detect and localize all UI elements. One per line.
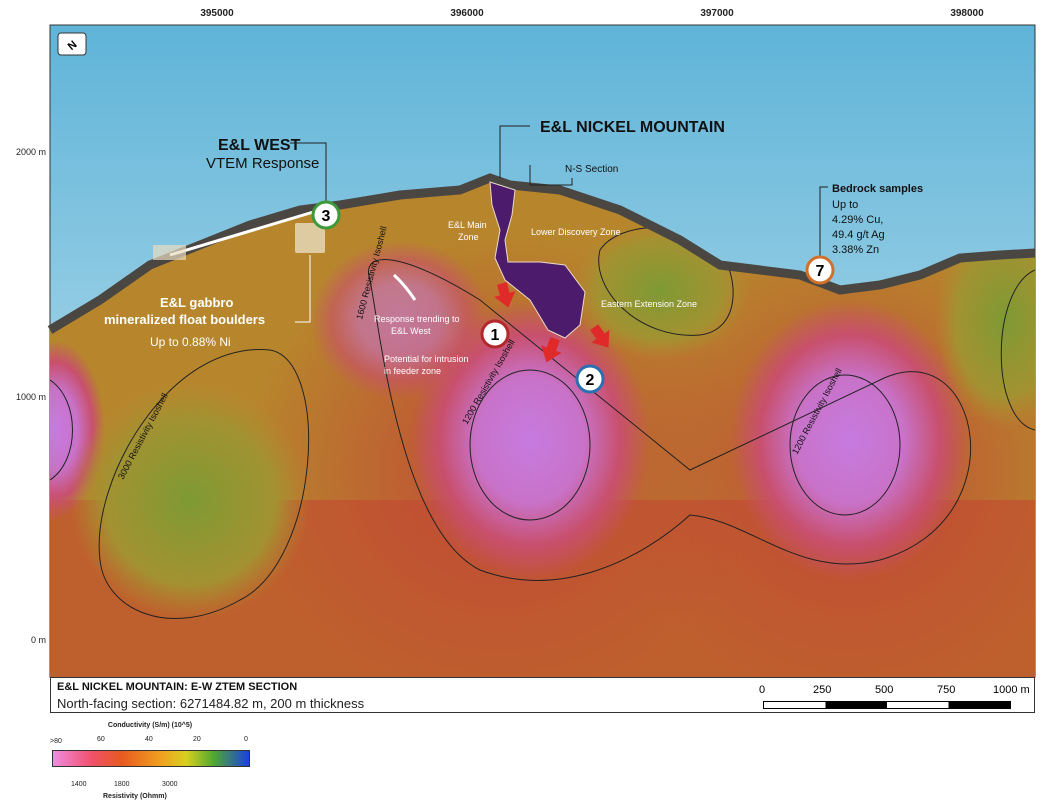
x-tick: 396000 [450,8,484,19]
y-tick: 1000 m [16,392,46,402]
svg-text:3: 3 [322,208,331,225]
x-tick: 398000 [950,8,984,19]
bedrock-text: 49.4 g/t Ag [832,229,885,241]
bedrock-text: 4.29% Cu, [832,214,883,226]
legend-color-bar [52,750,250,767]
marker-3: 3 [311,200,341,230]
bedrock-text: Up to [832,199,858,211]
scale-label: 750 [937,684,956,696]
marker-7: 7 [805,255,835,285]
gabbro-label: mineralized float boulders [104,312,265,327]
x-axis: 395000 396000 397000 398000 [200,8,984,19]
section-subtitle: North-facing section: 6271484.82 m, 200 … [57,696,365,711]
potential-label: in feeder zone [384,366,441,376]
scale-label: 250 [813,684,832,696]
legend-tick: 3000 [162,781,178,788]
y-tick: 0 m [31,635,46,645]
bedrock-text: 3.38% Zn [832,244,879,256]
svg-text:7: 7 [816,263,825,280]
legend-title: Conductivity (S/m) (10^5) [107,722,193,729]
svg-text:2: 2 [586,372,595,389]
scale-label: 0 [759,684,766,696]
red-arrows [494,282,610,363]
north-arrow-icon: N [57,32,87,56]
footer-box: E&L NICKEL MOUNTAIN: E-W ZTEM SECTION No… [50,677,1035,713]
eastern-extension-label: Eastern Extension Zone [601,299,697,309]
terrain-surface [47,173,1036,334]
west-subtitle: VTEM Response [206,155,319,172]
lower-discovery-label: Lower Discovery Zone [531,227,621,237]
y-tick: 2000 m [16,147,46,157]
section-title: E&L NICKEL MOUNTAIN: E-W ZTEM SECTION [57,681,298,693]
legend-tick: 1400 [71,781,87,788]
intrusion-body [489,181,586,339]
marker-2: 2 [575,364,605,394]
response-label: Response trending to [374,314,460,324]
gabbro-label: E&L gabbro [160,295,233,310]
legend-tick: 0 [244,736,248,743]
potential-label: Potential for intrusion [384,354,469,364]
legend-tick: 1800 [114,781,130,788]
main-zone-label: Zone [458,232,479,242]
svg-text:1: 1 [491,327,500,344]
scale-label: 1000 m [993,684,1030,696]
main-zone-label: E&L Main [448,220,487,230]
x-tick: 395000 [200,8,234,19]
bedrock-title: Bedrock samples [832,183,923,195]
x-tick: 397000 [700,8,734,19]
marker-1: 1 [480,319,510,349]
scale-label: 500 [875,684,894,696]
legend-tick: 60 [97,736,105,743]
color-legend: Conductivity (S/m) (10^5) >80 60 40 20 0… [40,715,260,805]
scale-bar: 0 250 500 750 1000 m [759,684,1033,712]
legend-tick: 20 [193,736,201,743]
ns-section-label: N-S Section [565,164,618,175]
y-axis: 2000 m 1000 m 0 m [16,147,46,645]
legend-tick: >80 [50,738,62,745]
nickel-mountain-title: E&L NICKEL MOUNTAIN [540,119,725,136]
response-label: E&L West [391,326,431,336]
legend-bottom-title: Resistivity (Ohmm) [103,793,167,800]
legend-tick: 40 [145,736,153,743]
gabbro-grade: Up to 0.88% Ni [150,335,231,349]
west-title: E&L WEST [218,137,301,154]
